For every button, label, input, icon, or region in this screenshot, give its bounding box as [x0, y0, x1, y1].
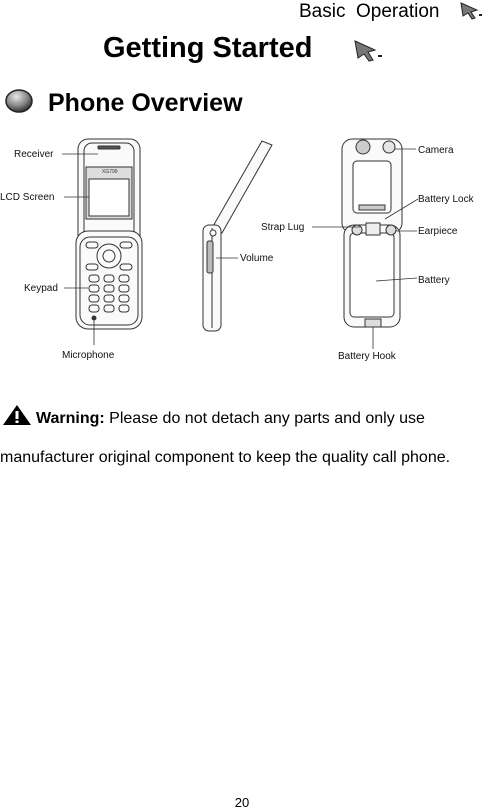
phone-front-view: XG799: [75, 138, 143, 330]
warning-label: Warning:: [36, 410, 105, 427]
phone-overview-figure: XG799: [0, 138, 475, 362]
label-volume: Volume: [240, 253, 274, 264]
phone-side-view: [202, 140, 273, 332]
label-battery: Battery: [418, 275, 450, 286]
arrow-cursor-icon: [460, 2, 482, 20]
running-header: Basic Operation: [299, 1, 440, 22]
label-receiver: Receiver: [14, 149, 54, 160]
label-battery-lock: Battery Lock: [418, 194, 475, 205]
warning-triangle-icon: [3, 405, 31, 425]
warning-text-line1: Please do not detach any parts and only …: [104, 410, 425, 427]
label-lcd-screen: LCD Screen: [0, 192, 54, 203]
svg-text:XG799: XG799: [102, 169, 118, 175]
label-earpiece: Earpiece: [418, 226, 458, 237]
label-camera: Camera: [418, 145, 454, 156]
label-keypad: Keypad: [24, 283, 58, 294]
round-bullet-icon: [5, 89, 33, 113]
phone-back-view: [341, 138, 403, 328]
warning-text: Warning: Please do not detach any parts …: [36, 408, 425, 430]
arrow-cursor-icon: [354, 40, 382, 62]
warning-text-line2: manufacturer original component to keep …: [0, 449, 451, 466]
page-number: 20: [234, 795, 250, 810]
label-strap-lug: Strap Lug: [261, 222, 304, 233]
label-battery-hook: Battery Hook: [338, 351, 397, 362]
label-microphone: Microphone: [62, 350, 115, 361]
page-title: Getting Started: [103, 32, 313, 64]
section-heading: Phone Overview: [48, 89, 243, 117]
